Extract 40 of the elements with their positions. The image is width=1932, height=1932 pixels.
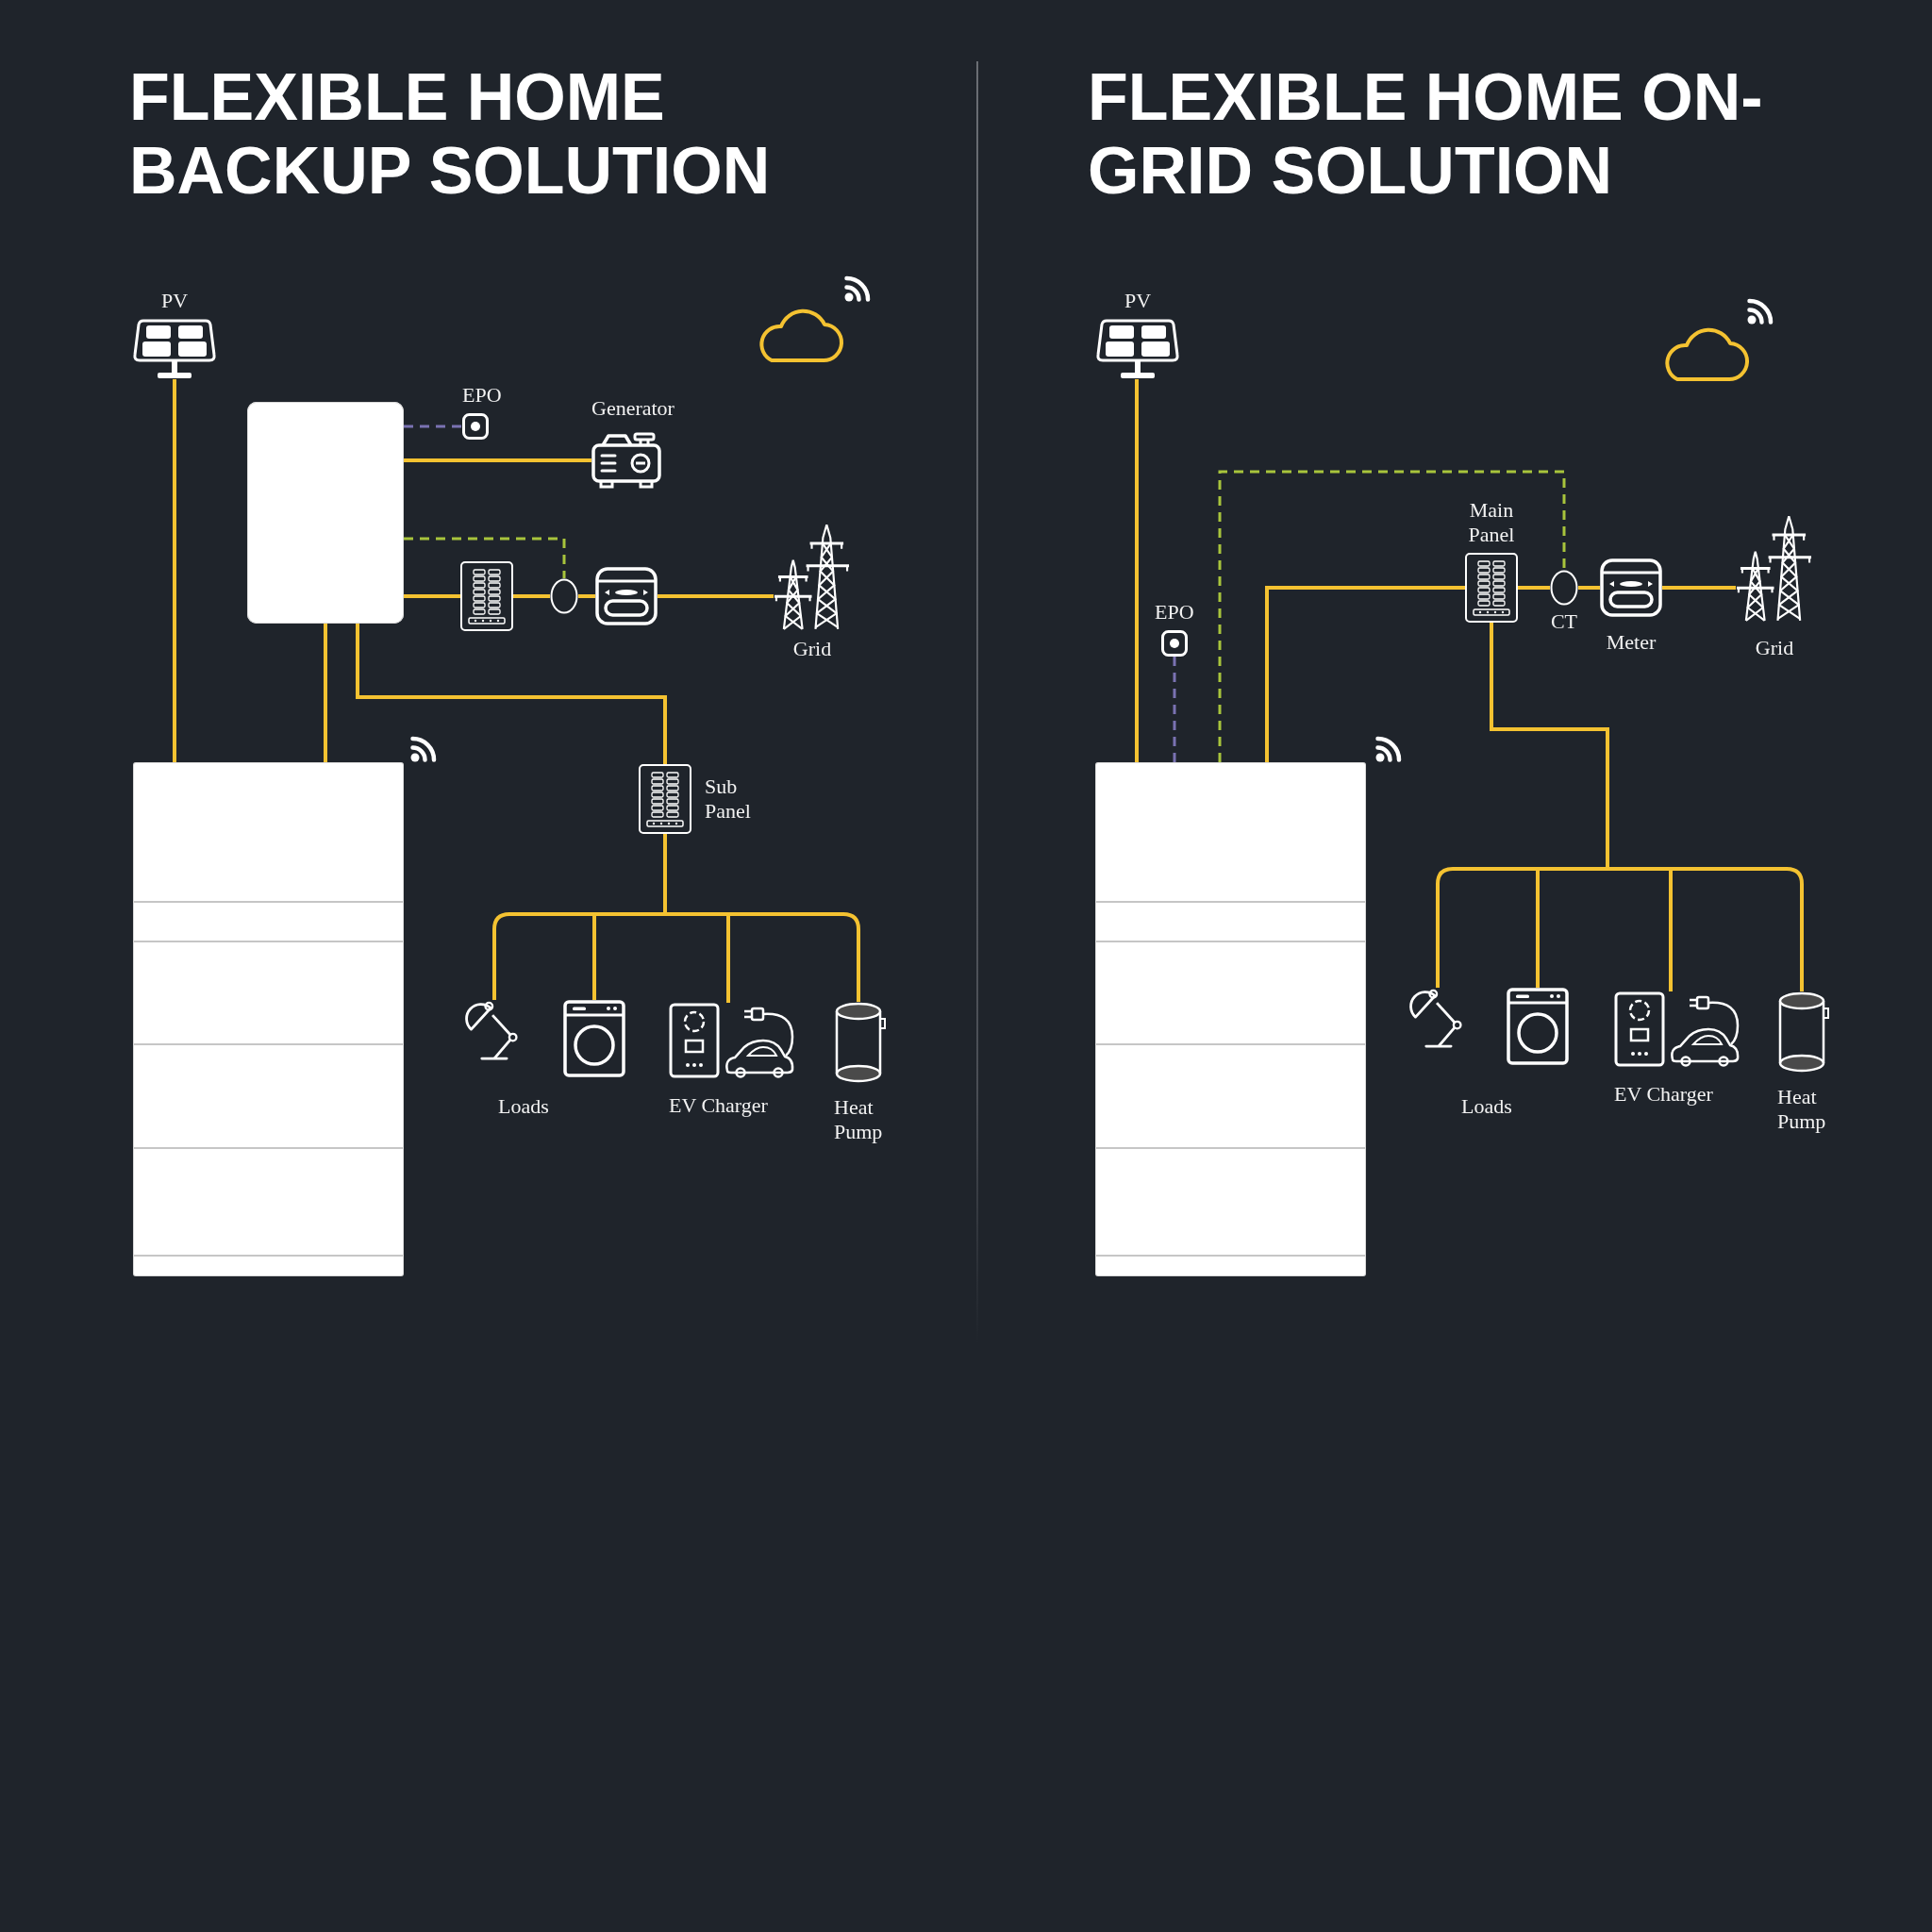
cable-line [1578, 586, 1600, 590]
component-label: EPO [462, 383, 502, 408]
component-label: Heat Pump [834, 1095, 883, 1144]
battery-stack [1095, 762, 1366, 1276]
cable-line [1265, 586, 1465, 762]
cable-line [1662, 586, 1736, 590]
battery-stack [133, 762, 404, 1276]
cable-line [324, 624, 327, 762]
cable-line [578, 594, 595, 598]
component-label: Grid [1755, 636, 1794, 660]
component-label: Main Panel [1468, 498, 1515, 547]
heading: FLEXIBLE HOME ON-GRID SOLUTION [1088, 60, 1764, 208]
component-label: EV Charger [669, 1093, 768, 1118]
cable-line [173, 379, 176, 762]
heading: FLEXIBLE HOME BACKUP SOLUTION [129, 60, 772, 208]
cable-line [1135, 379, 1139, 762]
dashed-line [404, 425, 462, 428]
component-label: PV [160, 289, 189, 313]
cable-line [1490, 623, 1804, 991]
dashed-line [404, 537, 566, 578]
component-label: Grid [792, 637, 832, 661]
component-label: Heat Pump [1777, 1085, 1826, 1134]
component-label: CT [1550, 609, 1578, 634]
component-label: EPO [1155, 600, 1194, 625]
cable-line [404, 594, 460, 598]
cable-line [663, 834, 860, 1002]
component-label: EV Charger [1614, 1082, 1713, 1107]
inverter-unit [247, 402, 404, 624]
cable-line [658, 594, 774, 598]
cable-line [356, 624, 667, 764]
cable-line [1518, 586, 1550, 590]
component-label: PV [1124, 289, 1152, 313]
component-label: Generator [591, 396, 675, 421]
dashed-line [1173, 657, 1176, 762]
component-label: Sub Panel [705, 774, 751, 824]
group-caption: Loads [498, 1094, 549, 1119]
cable-line [404, 458, 591, 462]
cable-line [513, 594, 550, 598]
component-label: Meter [1606, 630, 1657, 655]
group-caption: Loads [1461, 1094, 1512, 1119]
